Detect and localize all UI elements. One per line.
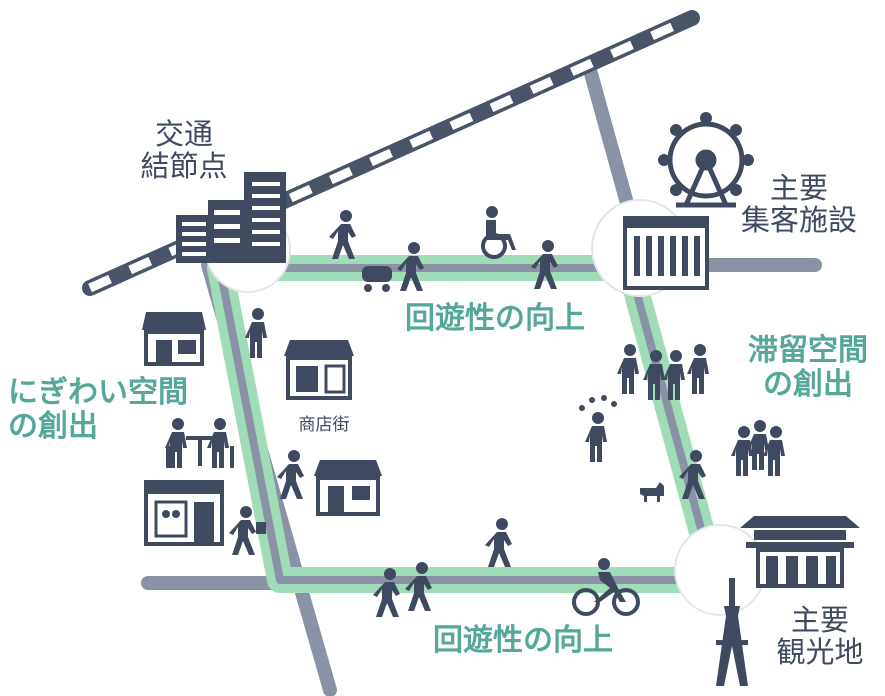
shopping-street-label: 商店街 xyxy=(298,415,350,435)
tower-icon xyxy=(716,578,748,686)
loop-bottom-label: 回遊性の向上 xyxy=(433,623,613,658)
walking-person-icon xyxy=(229,506,266,555)
tourist-plaza xyxy=(674,524,766,616)
temple-icon xyxy=(740,516,860,588)
shop-icon xyxy=(142,312,206,366)
stay-space-label: 滞留空間 の創出 xyxy=(748,333,868,402)
ferris-wheel-icon xyxy=(658,112,754,208)
office-building-icon xyxy=(176,172,286,263)
restaurant-icon xyxy=(144,480,224,546)
wheelchair-icon xyxy=(481,206,516,259)
vibrant-space-label: にぎわい空間 の創出 xyxy=(8,375,188,444)
cyclist-icon xyxy=(572,558,640,616)
walking-person-icon xyxy=(485,518,512,567)
dog-walker-icon xyxy=(640,450,706,502)
juggler-icon xyxy=(579,395,617,462)
cafe-table-icon xyxy=(165,418,234,468)
walking-person-icon xyxy=(277,450,304,499)
transport-hub-label: 交通 結節点 xyxy=(140,117,228,184)
shop-icon xyxy=(314,460,382,516)
walking-person-icon xyxy=(531,240,558,289)
loop-top-label: 回遊性の向上 xyxy=(405,301,585,336)
facility-building-icon xyxy=(623,216,709,290)
main-facility-label: 主要 集客施設 xyxy=(740,171,857,238)
walking-person-icon xyxy=(329,210,356,259)
people-layer xyxy=(229,206,785,617)
main-tourist-site-label: 主要 観光地 xyxy=(776,603,864,670)
shop-icon xyxy=(284,340,354,400)
stroller-person-icon xyxy=(362,242,424,292)
group-people-icon xyxy=(731,420,785,476)
